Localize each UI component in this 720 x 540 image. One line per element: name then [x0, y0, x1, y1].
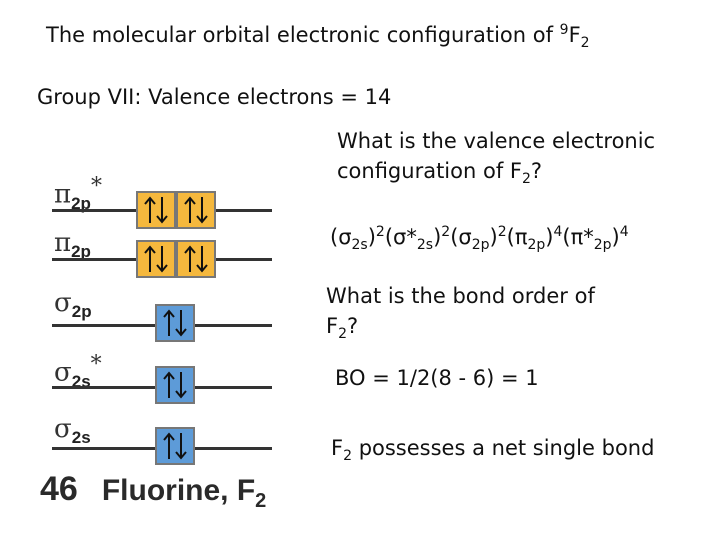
caption-name: Fluorine, F2: [101, 474, 267, 512]
caption-number: 46: [40, 470, 78, 508]
electron-pair-arrows-icon: [184, 196, 208, 224]
question-bond-order: What is the bond order of F2?: [326, 284, 595, 343]
net-bond-statement: F2 possesses a net single bond: [331, 436, 655, 465]
orbital-box-sigma-2p: [155, 304, 195, 342]
diagram-caption: 46 Fluorine, F2: [40, 470, 266, 513]
mo-label-pi-2p-star: π2p*: [54, 174, 102, 213]
electron-pair-arrows-icon: [163, 371, 187, 399]
bond-order-equation: BO = 1/2(8 - 6) = 1: [335, 366, 539, 390]
mo-label-pi-2p: π2p: [54, 228, 91, 262]
electron-configuration: (σ2s)2(σ*2s)2(σ2p)2(π2p)4(π*2p)4: [330, 224, 629, 254]
electron-pair-arrows-icon: [144, 245, 168, 273]
electron-pair-arrows-icon: [184, 245, 208, 273]
question-configuration: What is the valence electronic configura…: [337, 129, 656, 188]
orbital-box-sigma-2s: [155, 427, 195, 465]
electron-pair-arrows-icon: [163, 432, 187, 460]
electron-pair-arrows-icon: [144, 196, 168, 224]
slide-title: The molecular orbital electronic configu…: [46, 22, 590, 52]
group-valence-line: Group VII: Valence electrons = 14: [37, 85, 392, 109]
mo-label-sigma-2s: σ2s: [54, 414, 91, 448]
orbital-box-pi-2p-star-2: [176, 191, 216, 229]
orbital-box-sigma-2s-star: [155, 366, 195, 404]
mo-label-sigma-2p: σ2p: [54, 288, 92, 322]
orbital-box-pi-2p-1: [136, 240, 176, 278]
orbital-box-pi-2p-star-1: [136, 191, 176, 229]
electron-pair-arrows-icon: [163, 309, 187, 337]
orbital-box-pi-2p-2: [176, 240, 216, 278]
